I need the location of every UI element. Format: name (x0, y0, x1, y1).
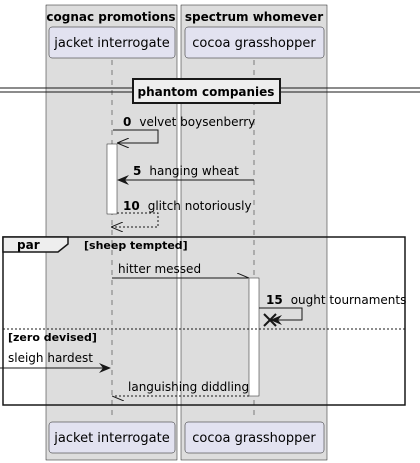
message-label: 0 velvet boysenberry (123, 113, 255, 130)
box-title: spectrum whomever (185, 10, 323, 24)
message-label: 10 glitch notoriously (123, 197, 252, 214)
participant-cocoa-grasshopper-bottom[interactable]: cocoa grasshopper (184, 421, 325, 454)
message-0: 0 velvet boysenberry (113, 113, 255, 143)
message-languishing-diddling: languishing diddling (113, 380, 249, 396)
message-text: velvet boysenberry (139, 115, 255, 129)
message-text: sleigh hardest (8, 351, 93, 365)
message-number: 0 (123, 115, 131, 129)
fragment-par: par [sheep tempted] [zero devised] (2, 236, 406, 406)
participant-label: cocoa grasshopper (192, 36, 316, 51)
message-text: hitter messed (118, 262, 201, 276)
participant-jacket-interrogate-bottom[interactable]: jacket interrogate (48, 421, 176, 454)
activation-bar (248, 277, 260, 397)
destroy-icon (263, 313, 277, 327)
message-label: 15 ought tournaments (266, 291, 406, 308)
divider-label: phantom companies (138, 85, 275, 99)
message-15: 15 ought tournaments (259, 291, 406, 327)
activation-bar (106, 143, 118, 215)
message-number: 15 (266, 293, 283, 307)
message-sleigh-hardest: sleigh hardest (0, 351, 111, 373)
box-title: cognac promotions (46, 10, 175, 24)
message-text: glitch notoriously (148, 199, 252, 213)
divider: phantom companies (0, 78, 420, 104)
message-text: hanging wheat (149, 164, 239, 178)
participant-label: cocoa grasshopper (192, 431, 316, 446)
participant-label: jacket interrogate (53, 431, 169, 446)
message-number: 5 (133, 164, 141, 178)
message-5: 5 hanging wheat (117, 162, 254, 185)
fragment-condition: [sheep tempted] (84, 239, 188, 252)
message-text: languishing diddling (128, 380, 249, 394)
message-text: ought tournaments (291, 293, 407, 307)
message-hitter-messed: hitter messed (112, 262, 248, 279)
fragment-keyword: par (17, 238, 40, 252)
participant-cocoa-grasshopper-top[interactable]: cocoa grasshopper (184, 26, 325, 59)
fragment-else-condition: [zero devised] (8, 331, 97, 344)
participant-label: jacket interrogate (53, 36, 169, 51)
message-label: 5 hanging wheat (133, 162, 239, 179)
message-number: 10 (123, 199, 140, 213)
participant-jacket-interrogate-top[interactable]: jacket interrogate (48, 26, 176, 59)
message-10: 10 glitch notoriously (112, 197, 252, 227)
